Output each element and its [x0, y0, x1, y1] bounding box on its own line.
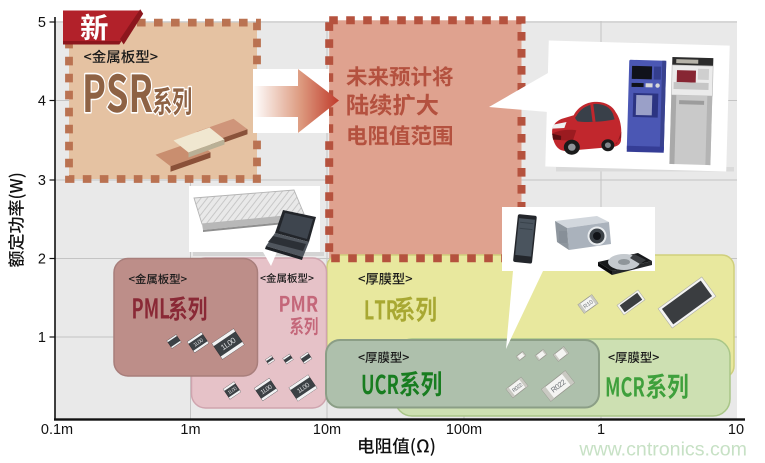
- svg-text:3: 3: [38, 173, 46, 189]
- svg-text:2: 2: [38, 252, 46, 268]
- svg-text:R022: R022: [511, 382, 524, 394]
- svg-text:1: 1: [597, 422, 605, 438]
- svg-text:10: 10: [728, 422, 744, 438]
- svg-text:100m: 100m: [446, 422, 482, 438]
- svg-text:4: 4: [38, 94, 46, 110]
- svg-text:5: 5: [38, 15, 46, 31]
- svg-text:1L00: 1L00: [193, 338, 205, 349]
- svg-text:www.cntronics.com: www.cntronics.com: [578, 439, 747, 461]
- svg-text:0.1m: 0.1m: [41, 422, 73, 438]
- svg-text:10m: 10m: [313, 422, 341, 438]
- svg-text:1m: 1m: [180, 422, 200, 438]
- svg-text:R10: R10: [583, 299, 595, 310]
- svg-text:1: 1: [38, 330, 46, 346]
- svg-text:1L00: 1L00: [227, 386, 239, 397]
